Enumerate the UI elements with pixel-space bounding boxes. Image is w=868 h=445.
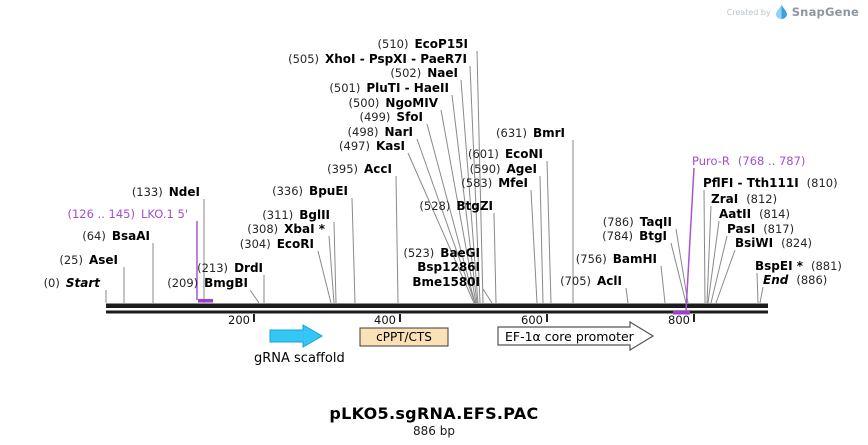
connector-aclI xyxy=(625,287,629,304)
grna-scaffold-label: gRNA scaffold xyxy=(254,351,345,366)
tick-label-400: 400 xyxy=(374,313,396,327)
site-pluTI-haeII[interactable]: (501)PluTI - HaeII xyxy=(329,81,449,95)
connector-xbaI xyxy=(328,235,335,304)
feature-label-lko1[interactable]: (126 .. 145)LKO.1 5' xyxy=(67,207,188,221)
connector-bglII xyxy=(333,221,337,304)
site-bglII[interactable]: (311)BglII xyxy=(262,208,330,222)
connector-zraI xyxy=(706,205,712,304)
connector-mfeI xyxy=(530,189,538,304)
site-aclI[interactable]: (705)AclI xyxy=(560,274,622,288)
snapgene-logo-icon xyxy=(775,5,787,19)
connector-naeI xyxy=(460,79,479,304)
tick-label-600: 600 xyxy=(521,313,543,327)
site-bspEI[interactable]: BspEI *(881) xyxy=(755,259,842,273)
site-bmrI[interactable]: (631)BmrI xyxy=(496,126,565,140)
site-xhoI-pspXI-paeR7I[interactable]: (505)XhoI - PspXI - PaeR7I xyxy=(288,52,467,66)
site-aatII[interactable]: AatII(814) xyxy=(719,207,790,221)
connector-lines xyxy=(105,50,764,304)
cppt-cts-label: cPPT/CTS xyxy=(376,330,432,344)
site-taqII[interactable]: (786)TaqII xyxy=(602,215,672,229)
connector-ecoNI xyxy=(546,160,552,304)
site-start[interactable]: (0)Start xyxy=(43,276,100,290)
connector-ecoRI xyxy=(317,250,332,304)
connector-btgZI xyxy=(493,212,497,304)
connector-kasI xyxy=(407,152,475,304)
site-bmgBI[interactable]: (209)BmgBI xyxy=(167,276,248,290)
site-naeI[interactable]: (502)NaeI xyxy=(390,66,458,80)
plasmid-title: pLKO5.sgRNA.EFS.PAC xyxy=(329,404,539,423)
ef1a-promoter-label: EF-1α core promoter xyxy=(505,329,634,344)
connector-ageI xyxy=(539,175,544,304)
site-baeGI-group[interactable]: (523)BaeGI Bsp1286I Bme1580I xyxy=(403,246,480,289)
connector-pflFI xyxy=(703,189,706,304)
site-bamHI[interactable]: (756)BamHI xyxy=(575,252,657,266)
cppt-cts-box[interactable] xyxy=(359,327,449,347)
connector-xhoI xyxy=(469,65,481,304)
site-aseI[interactable]: (25)AseI xyxy=(59,253,118,267)
connector-narI xyxy=(416,138,476,304)
site-ecoRI[interactable]: (304)EcoRI xyxy=(239,237,314,251)
ef1a-promoter-arrow[interactable] xyxy=(497,320,655,352)
backbone-bottom-strand xyxy=(106,310,768,314)
puro-r-feature-line xyxy=(685,167,695,312)
created-by-watermark: Created by SnapGene xyxy=(727,5,859,19)
site-btgI[interactable]: (784)BtgI xyxy=(602,229,667,243)
tick-label-800: 800 xyxy=(668,313,690,327)
puro-r-feature-bar[interactable] xyxy=(673,311,690,315)
tick-label-200: 200 xyxy=(228,313,250,327)
site-zraI[interactable]: ZraI(812) xyxy=(711,192,778,206)
site-pflFI-tth111I[interactable]: PflFI - Tth111I(810) xyxy=(703,176,838,190)
feature-label-puro-r[interactable]: Puro-R(768 .. 787) xyxy=(692,154,806,168)
connector-bpuEI xyxy=(351,197,356,304)
connector-taqII xyxy=(675,228,689,304)
connector-sfoI xyxy=(426,123,476,304)
site-kasI[interactable]: (497)KasI xyxy=(339,139,405,153)
site-end[interactable]: End(886) xyxy=(763,273,828,287)
connector-bspEI xyxy=(756,272,759,304)
site-accI[interactable]: (395)AccI xyxy=(327,162,392,176)
connector-ecoP15I xyxy=(476,50,484,304)
site-ageI[interactable]: (590)AgeI xyxy=(469,162,537,176)
backbone-top-strand xyxy=(106,303,768,308)
site-sfoI[interactable]: (499)SfoI xyxy=(359,110,423,124)
connector-end xyxy=(759,286,764,304)
connector-accI xyxy=(395,175,399,304)
site-pasI[interactable]: PasI(817) xyxy=(727,222,795,236)
site-bpuEI[interactable]: (336)BpuEI xyxy=(272,184,348,198)
created-by-text: Created by xyxy=(726,7,771,17)
scale-ticks xyxy=(253,314,695,322)
site-ngoMIV[interactable]: (500)NgoMIV xyxy=(348,96,438,110)
connector-bmgBI xyxy=(249,289,260,304)
connector-bamHI xyxy=(660,265,666,304)
grna-scaffold-arrow[interactable] xyxy=(269,324,323,348)
site-mfeI[interactable]: (583)MfeI xyxy=(461,176,528,190)
site-bsaAI[interactable]: (64)BsaAI xyxy=(82,229,150,243)
connector-btgI xyxy=(670,242,687,304)
site-xbaI[interactable]: (308)XbaI * xyxy=(247,222,325,236)
site-btgZI[interactable]: (528)BtgZI xyxy=(419,199,493,213)
site-drdI[interactable]: (213)DrdI xyxy=(197,261,263,275)
snapgene-brand: SnapGene xyxy=(791,5,859,19)
connector-ngoMIV xyxy=(440,109,477,304)
connector-pasI xyxy=(710,235,728,304)
site-ndeI[interactable]: (133)NdeI xyxy=(131,185,200,199)
connector-pluTI xyxy=(451,94,478,304)
connector-bsiWI xyxy=(715,249,736,304)
plasmid-length: 886 bp xyxy=(413,424,455,438)
lko1-feature-bar[interactable] xyxy=(198,299,213,303)
connector-baeGI xyxy=(482,288,493,304)
site-narI[interactable]: (498)NarI xyxy=(347,125,413,139)
site-bsiWI[interactable]: BsiWI(824) xyxy=(735,236,813,250)
connector-aatII xyxy=(707,220,720,304)
site-ecoP15I[interactable]: (510)EcoP15I xyxy=(377,37,468,51)
site-ecoNI[interactable]: (601)EcoNI xyxy=(468,147,543,161)
